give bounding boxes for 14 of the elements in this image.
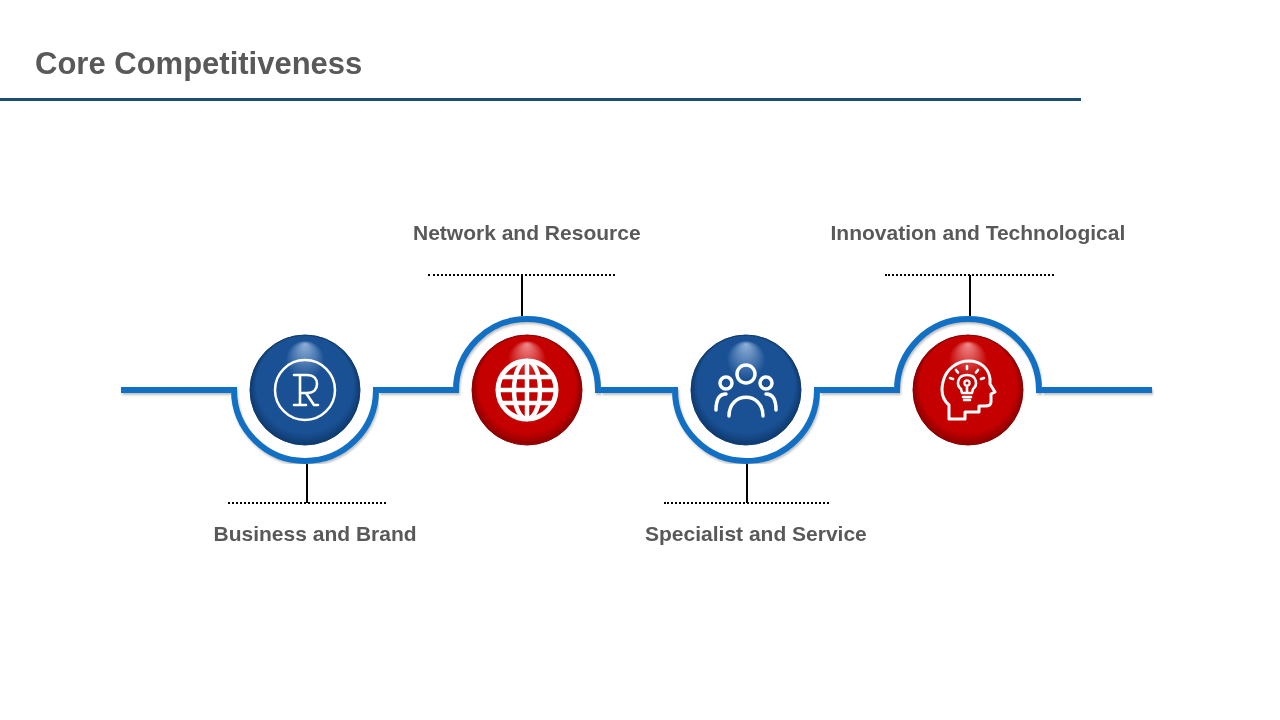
- leader-line: [521, 274, 523, 317]
- step-label: Specialist and Service: [645, 522, 867, 546]
- track-line: [379, 387, 453, 393]
- track-line: [1042, 387, 1152, 393]
- track-line: [121, 387, 231, 393]
- track-line: [601, 387, 672, 393]
- leader-line: [306, 463, 308, 504]
- slide-title: Core Competitiveness: [35, 46, 363, 82]
- track-line: [820, 387, 894, 393]
- leader-line: [969, 274, 971, 317]
- step-label: Innovation and Technological: [830, 221, 1126, 245]
- step-label: Network and Resource: [413, 221, 641, 245]
- leader-line: [746, 463, 748, 504]
- step-label: Business and Brand: [213, 522, 417, 546]
